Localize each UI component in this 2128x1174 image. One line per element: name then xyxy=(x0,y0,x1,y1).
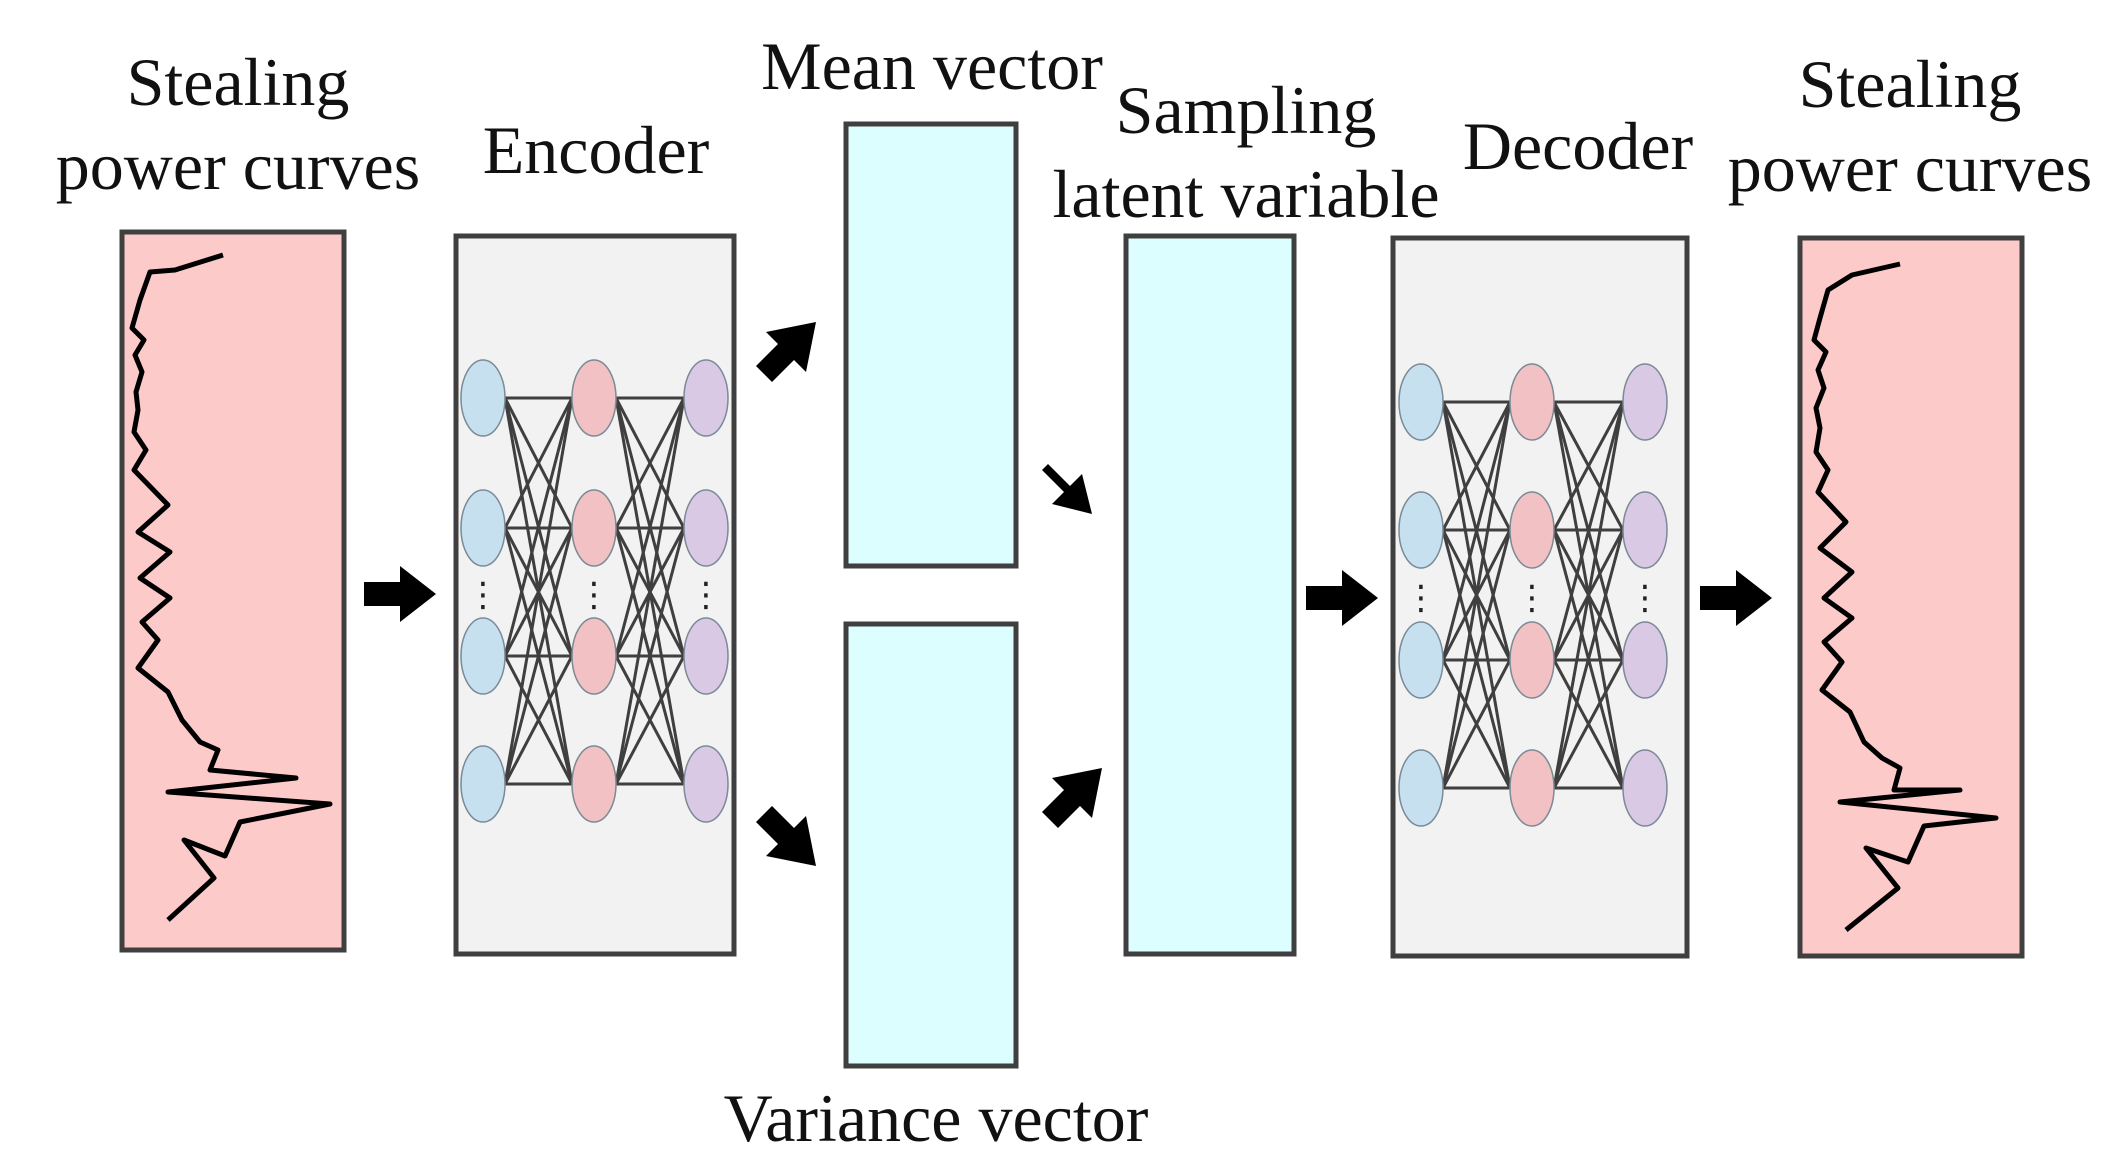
network-node xyxy=(1509,621,1555,699)
network-connection xyxy=(614,655,686,785)
network-node xyxy=(1622,621,1668,699)
network-node xyxy=(1509,491,1555,569)
encoder-box xyxy=(453,233,737,957)
network-node xyxy=(1622,491,1668,569)
arrow-encoder-to-variance xyxy=(756,806,816,866)
sampling-label-line2: latent variable xyxy=(1052,156,1440,232)
network-connection xyxy=(503,397,574,785)
network-node xyxy=(683,617,729,695)
network-node xyxy=(1509,749,1555,827)
input-label-line2: power curves xyxy=(55,128,421,204)
network-node xyxy=(460,359,506,437)
output-label: Stealing power curves xyxy=(1728,42,2092,210)
arrow-variance-to-latent xyxy=(1042,768,1102,828)
network-connection xyxy=(1441,659,1512,789)
encoder-network: ⋮ ⋮ ⋮ xyxy=(460,359,729,823)
decoder-network: ⋮ ⋮ ⋮ xyxy=(1398,363,1668,827)
network-node xyxy=(571,489,617,567)
network-connection xyxy=(503,397,574,529)
decoder-box xyxy=(1390,235,1690,959)
encoder-label: Encoder xyxy=(482,112,710,188)
network-connection xyxy=(1552,401,1625,531)
network-connection xyxy=(1441,401,1512,531)
variance-vector-label: Variance vector xyxy=(723,1080,1149,1156)
variance-vector-box xyxy=(843,621,1019,1069)
latent-variable-box xyxy=(1123,233,1297,957)
network-node xyxy=(460,489,506,567)
decoder-label: Decoder xyxy=(1462,108,1694,184)
network-ellipsis: ⋮ xyxy=(689,575,723,615)
network-connection xyxy=(1552,401,1625,789)
output-label-line2: power curves xyxy=(1727,130,2093,206)
network-node xyxy=(683,359,729,437)
network-node xyxy=(683,489,729,567)
network-node xyxy=(1398,749,1444,827)
network-node xyxy=(460,617,506,695)
arrow-latent-to-decoder xyxy=(1306,570,1378,626)
network-connection xyxy=(1552,659,1625,789)
network-connection xyxy=(614,397,686,529)
network-ellipsis: ⋮ xyxy=(1628,578,1662,618)
network-connection xyxy=(1441,529,1512,789)
output-power-curve xyxy=(1811,261,1999,932)
network-node xyxy=(683,745,729,823)
network-connection xyxy=(1552,401,1625,661)
network-ellipsis: ⋮ xyxy=(1404,578,1438,618)
network-node xyxy=(460,745,506,823)
arrow-input-to-encoder xyxy=(364,566,436,622)
arrow-mean-to-latent xyxy=(1042,464,1092,514)
network-connection xyxy=(503,527,574,785)
sampling-label: Sampling latent variable xyxy=(1052,68,1439,236)
arrow-encoder-to-mean xyxy=(756,322,816,382)
flow-arrows xyxy=(364,322,1772,866)
network-connection xyxy=(503,397,574,657)
network-connection xyxy=(614,397,686,785)
network-ellipsis: ⋮ xyxy=(1515,578,1549,618)
network-node xyxy=(571,745,617,823)
mean-vector-box xyxy=(843,121,1019,569)
output-curve-box xyxy=(1797,235,2025,959)
network-node xyxy=(1398,621,1444,699)
network-ellipsis: ⋮ xyxy=(577,575,611,615)
mean-vector-label: Mean vector xyxy=(761,28,1103,104)
sampling-label-line1: Sampling xyxy=(1115,72,1377,148)
input-power-curve xyxy=(129,252,333,922)
network-connection xyxy=(614,397,686,657)
network-connection xyxy=(1441,401,1512,661)
network-connection xyxy=(1552,529,1625,789)
network-node xyxy=(1398,491,1444,569)
network-connection xyxy=(1441,401,1512,789)
network-connection xyxy=(614,527,686,785)
network-node xyxy=(1622,363,1668,441)
network-node xyxy=(571,359,617,437)
output-label-line1: Stealing xyxy=(1798,46,2022,122)
network-node xyxy=(571,617,617,695)
network-ellipsis: ⋮ xyxy=(466,575,500,615)
input-label-line1: Stealing xyxy=(126,44,350,120)
network-node xyxy=(1398,363,1444,441)
network-connection xyxy=(503,655,574,785)
input-label: Stealing power curves xyxy=(56,40,420,208)
network-node xyxy=(1622,749,1668,827)
network-node xyxy=(1509,363,1555,441)
arrow-decoder-to-output xyxy=(1700,570,1772,626)
